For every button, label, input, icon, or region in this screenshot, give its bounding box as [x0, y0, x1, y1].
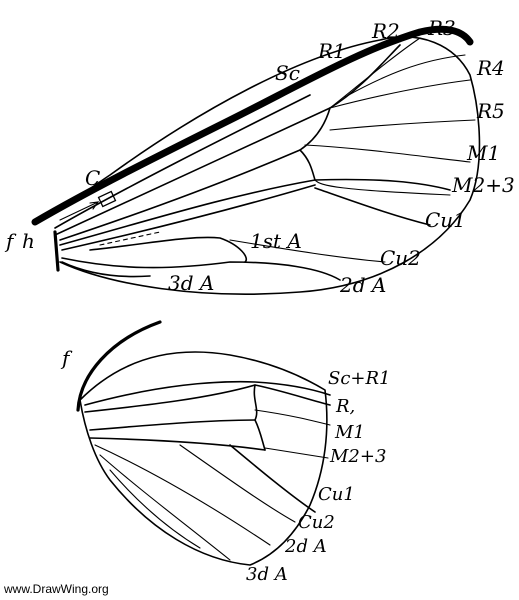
label-m23-hind: M2+3	[329, 446, 386, 467]
vein-cu2-h	[179, 444, 296, 523]
arrow-icon	[59, 201, 100, 221]
vein-m23-h	[264, 447, 329, 459]
label-3d-a: 3d A	[168, 271, 214, 295]
label-3d-a-hind: 3d A	[246, 564, 288, 585]
label-r1: R1	[317, 39, 346, 63]
label-f-hind: f	[60, 346, 73, 370]
credit-watermark: www.DrawWing.org	[4, 582, 109, 596]
vein-m1	[304, 144, 471, 163]
label-r5: R5	[476, 99, 505, 123]
label-c: C	[85, 166, 100, 190]
vein-r5	[329, 119, 476, 131]
vein-sc-r1	[84, 380, 331, 406]
vein-r	[54, 44, 401, 236]
vein-3a-h	[99, 454, 231, 561]
vein-r4	[329, 79, 471, 109]
vein-rs-h	[84, 384, 331, 413]
vein-1a	[89, 236, 247, 263]
label-r2: R2	[371, 19, 400, 43]
label-rs: R,	[335, 396, 355, 417]
forewing-labels: C Sc R1 R2 R3 R4 R5 M1 M2+3 Cu1 Cu2 1st …	[4, 16, 515, 297]
forewing-base	[53, 230, 60, 272]
label-cu1: Cu1	[425, 208, 466, 232]
vein-m1-h	[254, 409, 331, 426]
vein-m-h	[89, 419, 256, 431]
label-r4: R4	[476, 56, 505, 80]
label-r3: R3	[427, 16, 456, 40]
hindwing-frenulum	[76, 320, 162, 412]
crossvein-r-m	[299, 149, 316, 181]
label-sc-r1: Sc+R1	[328, 368, 391, 389]
label-f: f	[4, 229, 17, 253]
label-m1: M1	[466, 141, 500, 165]
forewing-outline	[34, 36, 481, 295]
hindwing-outline	[79, 351, 328, 566]
vein-cu2	[229, 239, 386, 263]
label-m23: M2+3	[451, 173, 515, 197]
hindwing	[76, 320, 331, 566]
vein-1a-dash	[99, 231, 161, 246]
costal-box-icon	[97, 190, 117, 208]
label-h: h	[22, 229, 35, 253]
vein-2a	[61, 257, 341, 281]
forewing	[31, 25, 481, 295]
label-2d-a: 2d A	[339, 273, 386, 297]
label-1st-a: 1st A	[250, 229, 302, 253]
label-cu2: Cu2	[380, 246, 421, 270]
forewing-costa	[31, 25, 474, 226]
hind-cell	[253, 384, 266, 451]
label-m1-hind: M1	[334, 422, 365, 443]
vein-cu	[61, 184, 431, 251]
vein-sc	[54, 94, 311, 229]
vein-m23	[314, 179, 451, 196]
vein-m	[59, 178, 451, 246]
hindwing-labels: f Sc+R1 R, M1 M2+3 Cu1 Cu2 2d A 3d A	[60, 346, 391, 585]
vein-r2	[329, 37, 421, 109]
label-sc: Sc	[275, 61, 300, 85]
label-2d-a-hind: 2d A	[284, 536, 327, 557]
vein-2a-h	[94, 444, 271, 546]
vein-a-extra	[109, 469, 201, 549]
label-cu1-hind: Cu1	[318, 484, 355, 505]
vein-3a	[61, 261, 151, 278]
label-cu2-hind: Cu2	[298, 512, 335, 533]
vein-cu-h	[89, 437, 316, 513]
vein-rs	[59, 107, 331, 241]
vein-r3	[344, 54, 466, 98]
